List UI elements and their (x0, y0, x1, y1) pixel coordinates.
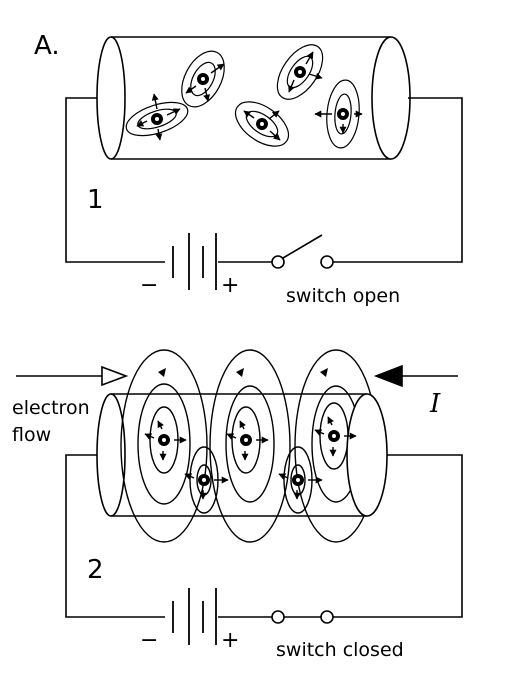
battery-plus-sign-1: + (221, 273, 239, 298)
current-label: I (429, 389, 441, 419)
magnetic-field-loops-front (120, 349, 349, 543)
current-arrow (373, 364, 458, 388)
cylinder-right-end (346, 393, 388, 517)
spin-arrows-1 (136, 51, 363, 141)
switch-open-label: switch open (286, 285, 400, 307)
cylinder-right-end (371, 36, 411, 160)
magnetic-field-loops-back (163, 349, 378, 543)
atom (181, 50, 225, 108)
open-switch (271, 234, 334, 269)
electron-flow-arrow (16, 365, 129, 387)
nuclei-1 (151, 66, 349, 130)
field-direction-arrows (158, 368, 328, 377)
electron-flow-label-line2: flow (12, 424, 51, 446)
wire-cylinder-1 (96, 36, 411, 160)
closed-switch (271, 610, 334, 624)
battery-1 (172, 233, 217, 290)
battery-2 (172, 588, 217, 645)
battery-minus-sign-2: − (140, 628, 158, 653)
spin-arrows-2 (144, 416, 357, 500)
cylinder-left-end (96, 36, 126, 160)
panel-label: A. (34, 31, 60, 61)
switch-closed-label: switch closed (276, 639, 404, 661)
battery-plus-sign-2: + (221, 628, 239, 653)
circuit-wire-1 (65, 97, 463, 263)
nuclei-2 (158, 430, 340, 486)
diagram-number-2: 2 (87, 555, 104, 585)
circuit-wire-2 (65, 454, 463, 618)
electron-flow-label-line1: electron (12, 397, 90, 419)
diagram-number-1: 1 (87, 185, 104, 215)
battery-minus-sign-1: − (140, 273, 158, 298)
